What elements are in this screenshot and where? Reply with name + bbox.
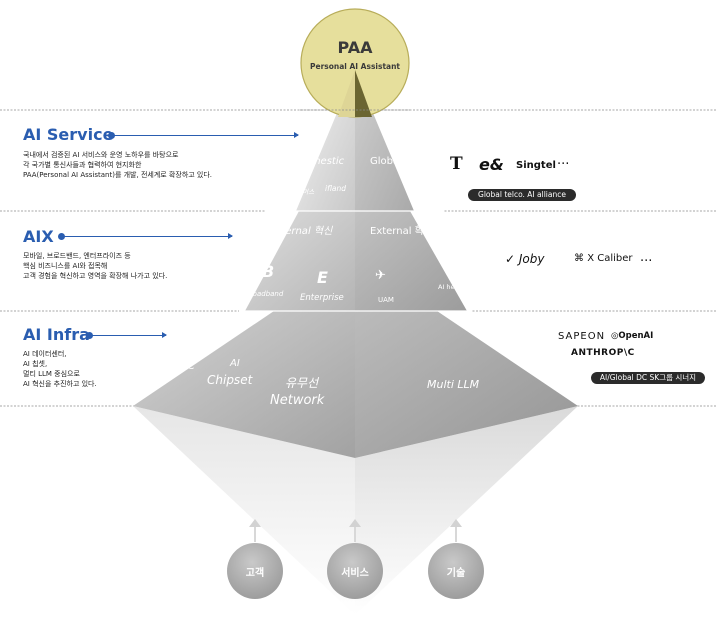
desc-line: AI 데이터센터,	[23, 350, 67, 358]
xcaliber-label: X Caliber	[587, 253, 633, 264]
infra-left-face	[133, 311, 355, 458]
network-label-1: 유무선	[285, 376, 319, 390]
ai-dc-label-2: DC	[180, 361, 195, 372]
anthropic-logo: ANTHROP\C	[571, 348, 635, 358]
synergy-tag: AI/Global DC SK그룹 시너지	[591, 372, 705, 384]
arrow-stem	[254, 527, 256, 542]
more-partners-icon: ···	[640, 254, 653, 269]
ai-dc-label-1: AI	[193, 348, 203, 359]
openai-icon: ◎	[611, 331, 619, 341]
ai-infra-pointer	[86, 332, 167, 339]
internal-label: Internal 혁신	[272, 226, 333, 237]
desc-line: 각 국가별 통신사들과 협력하여 현지화한	[23, 161, 142, 169]
aix-pointer	[58, 233, 233, 240]
ifland-label: ifland	[325, 184, 347, 193]
healthcare-icon: ✤	[449, 264, 459, 277]
joby-label: Joby	[518, 252, 545, 266]
joby-logo: ✓ Joby	[505, 252, 545, 266]
eand-logo: e&	[479, 155, 504, 174]
arrow-stem	[455, 527, 457, 542]
domestic-label: Domestic	[297, 156, 345, 167]
network-label-2: Network	[270, 393, 325, 408]
desc-line: AI 칩셋,	[23, 360, 48, 368]
ai-infra-title: AI Infra	[23, 325, 90, 344]
service-circle: 서비스	[327, 543, 383, 599]
desc-line: PAA(Personal AI Assistant)를 개발, 전세계로 확장하…	[23, 171, 213, 179]
sapeon-logo: SAPEON	[558, 331, 606, 342]
desc-line: 멀티 LLM 중심으로	[23, 370, 80, 378]
multi-llm-label: Multi LLM	[427, 378, 480, 391]
more-partners-icon: ···	[557, 157, 570, 172]
desc-line: 국내에서 검증된 AI 서비스와 운영 노하우를 바탕으로	[23, 151, 179, 159]
global-label: Global	[370, 156, 402, 167]
paa-title: PAA	[337, 38, 373, 57]
joby-icon: ✓	[505, 252, 516, 266]
aix-right-face	[355, 211, 467, 311]
xcaliber-logo: ⌘ X Caliber	[574, 253, 633, 264]
up-arrow-icon	[249, 519, 261, 527]
broadband-label: Broadband	[245, 290, 284, 298]
singtel-logo: Singtel	[516, 160, 556, 171]
t-logo: T	[450, 154, 463, 174]
ai-service-pointer	[108, 132, 299, 139]
ai-service-title: AI Service	[23, 125, 114, 144]
broadband-icon: B	[262, 262, 275, 281]
openai-logo: ◎OpenAI	[611, 331, 653, 341]
desc-line: 고객 경험을 혁신하고 영역을 확장해 나가고 있다.	[23, 272, 168, 280]
desc-line: 모바일, 브로드밴드, 엔터프라이즈 등	[23, 252, 131, 260]
foundation-right-face	[355, 406, 578, 615]
uam-icon: ✈	[375, 268, 386, 283]
uam-label: UAM	[378, 296, 394, 304]
arrow-stem	[354, 527, 356, 542]
desc-line: AI 혁신을 추진하고 있다.	[23, 380, 97, 388]
mobile-label: Mobile	[216, 283, 238, 291]
technology-circle: 기술	[428, 543, 484, 599]
aix-desc: 모바일, 브로드밴드, 엔터프라이즈 등 핵심 비즈니스를 AI와 접목해 고객…	[23, 251, 167, 281]
xcaliber-icon: ⌘	[574, 253, 584, 264]
up-arrow-icon	[349, 519, 361, 527]
up-arrow-icon	[450, 519, 462, 527]
mobile-icon: T	[230, 262, 241, 281]
desc-line: 핵심 비즈니스를 AI와 접목해	[23, 262, 108, 270]
external-label: External 확장	[370, 226, 434, 237]
foundation-left-face	[133, 406, 355, 615]
enterprise-icon: E	[317, 268, 328, 287]
enterprise-label: Enterprise	[300, 293, 344, 303]
nextcommerce-label: Next커머스	[281, 188, 315, 196]
infra-right-face	[355, 311, 578, 458]
healthcare-label: AI healthcare	[438, 283, 482, 291]
ai-service-desc: 국내에서 검증된 AI 서비스와 운영 노하우를 바탕으로 각 국가별 통신사들…	[23, 150, 212, 180]
aix-title: AIX	[23, 227, 54, 246]
paa-subtitle: Personal AI Assistant	[309, 62, 401, 71]
customer-circle: 고객	[227, 543, 283, 599]
ai-infra-desc: AI 데이터센터, AI 칩셋, 멀티 LLM 중심으로 AI 혁신을 추진하고…	[23, 349, 97, 389]
paa-apex-left	[338, 70, 355, 117]
openai-label: OpenAI	[618, 331, 654, 341]
ai-chipset-label-1: AI	[230, 358, 240, 369]
paa-apex-right	[355, 70, 372, 117]
aix-left-face	[245, 211, 355, 311]
ai-chipset-label-2: Chipset	[207, 373, 253, 387]
alliance-tag: Global telco. AI alliance	[468, 189, 576, 201]
